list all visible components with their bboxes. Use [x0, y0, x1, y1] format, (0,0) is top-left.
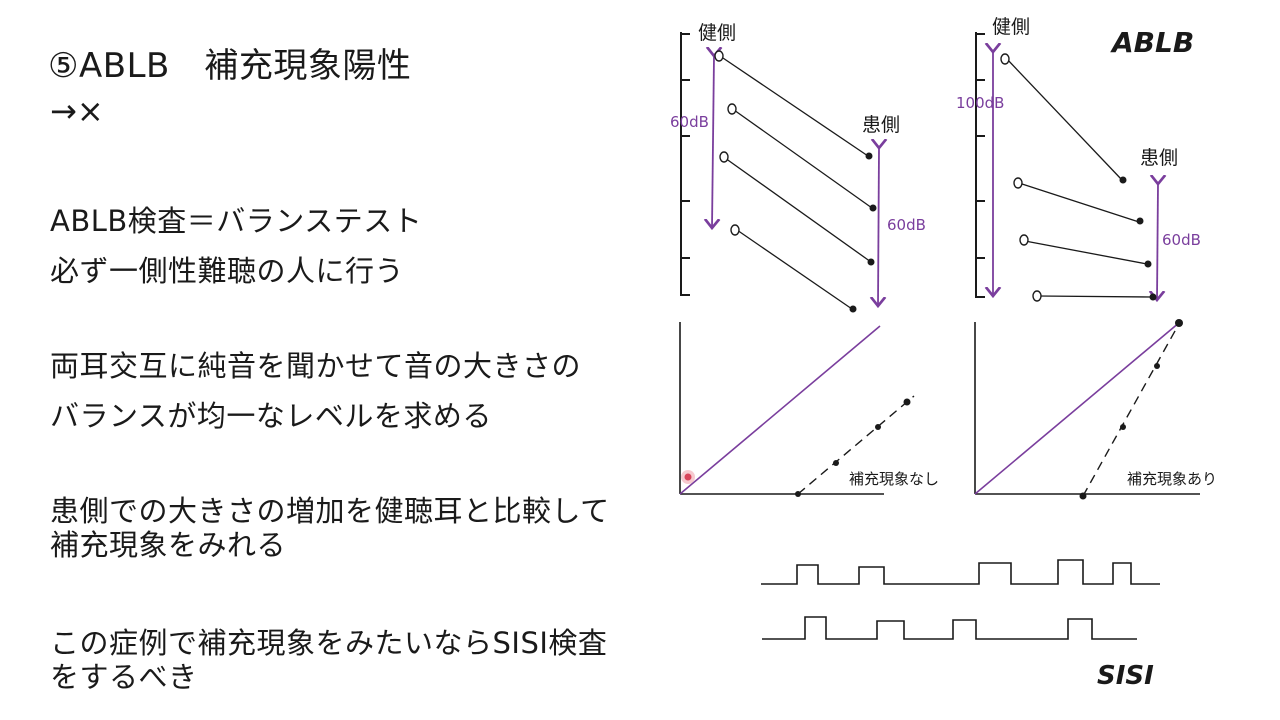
- right-reference-line: [974, 321, 1181, 495]
- left-healthy-range: 60dB: [670, 113, 709, 131]
- text-line-8: をするべき: [50, 660, 198, 694]
- left-healthy-axis: [680, 32, 690, 296]
- right-graph-points: [1079, 319, 1183, 500]
- text-line-1: ABLB検査＝バランステスト: [50, 204, 423, 238]
- text-line-4: バランスが均一なレベルを求める: [50, 399, 492, 433]
- right-graph-caption: 補充現象あり: [1127, 470, 1217, 488]
- right-healthy-label: 健側: [992, 16, 1030, 38]
- right-loudness-graph: 補充現象あり: [974, 319, 1217, 500]
- left-graph-caption: 補充現象なし: [849, 470, 939, 488]
- left-loudness-graph: 補充現象なし: [679, 322, 939, 497]
- left-affected-label: 患側: [862, 114, 900, 136]
- left-laddergram: 健側 患側 60dB 60dB: [670, 22, 926, 313]
- left-balance-lines: [719, 55, 873, 310]
- left-healthy-marks: [714, 50, 740, 236]
- sisi-pulse-train-1: [761, 559, 1160, 585]
- left-affected-marks: [849, 152, 877, 313]
- left-reference-line: [679, 325, 881, 495]
- text-line-6: 補充現象をみれる: [50, 528, 287, 562]
- right-dashed-line: [1082, 321, 1181, 497]
- left-graph-points: [795, 398, 911, 497]
- left-dashed-line: [797, 395, 915, 495]
- right-balance-lines: [1005, 57, 1153, 298]
- text-line-7: この症例で補充現象をみたいならSISI検査: [50, 626, 608, 660]
- handwritten-sisi: SISI: [1097, 661, 1154, 691]
- laser-pointer-icon: [681, 470, 695, 484]
- right-laddergram: 健側 患側 100dB 60dB: [956, 16, 1201, 301]
- text-line-2: 必ず一側性難聴の人に行う: [50, 254, 405, 288]
- slide-title: ⑤ABLB 補充現象陽性: [48, 46, 412, 86]
- left-affected-range: 60dB: [887, 216, 926, 234]
- right-healthy-range: 100dB: [956, 94, 1004, 112]
- right-affected-label: 患側: [1140, 147, 1178, 169]
- text-line-3: 両耳交互に純音を聞かせて音の大きさの: [50, 349, 582, 383]
- left-graph-axes: [679, 322, 884, 495]
- conclusion-arrow: →×: [50, 92, 104, 130]
- right-healthy-marks: [1000, 53, 1042, 302]
- slide-text: ⑤ABLB 補充現象陽性 →× ABLB検査＝バランステスト 必ず一側性難聴の人…: [48, 46, 610, 694]
- sisi-pulse-train-2: [762, 616, 1137, 640]
- right-graph-axes: [974, 322, 1200, 495]
- left-range-arrows: [712, 56, 879, 306]
- sisi-pulse-trains: [761, 559, 1160, 640]
- right-healthy-axis: [975, 32, 985, 298]
- text-line-5: 患側での大きさの増加を健聴耳と比較して: [50, 494, 610, 528]
- left-healthy-label: 健側: [698, 22, 736, 44]
- right-affected-marks: [1119, 176, 1157, 301]
- handwritten-ablb: ABLB: [1110, 26, 1194, 59]
- right-affected-range: 60dB: [1162, 231, 1201, 249]
- right-range-arrows: [993, 52, 1158, 300]
